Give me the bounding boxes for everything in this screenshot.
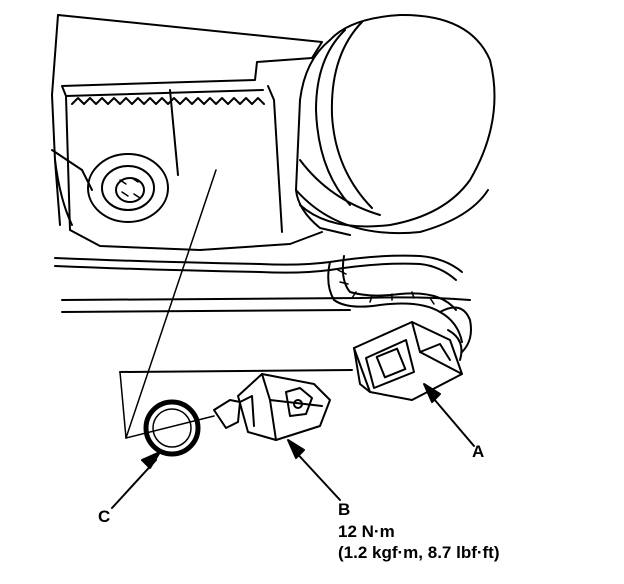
guide-lines: [119, 169, 217, 439]
mount-plate: [61, 296, 471, 373]
sensor-port: [87, 153, 169, 223]
connector-a: [353, 321, 463, 401]
leader-lines: [111, 383, 475, 509]
wire-harness: [54, 254, 472, 361]
washer-c: [143, 399, 201, 457]
label-b: B: [338, 500, 351, 519]
gasket-edge: [71, 97, 265, 105]
engine-block: [51, 14, 323, 251]
sensor-b: [213, 373, 331, 441]
cylinder-component: [295, 13, 496, 236]
torque-spec-alt-units: (1.2 kgf·m, 8.7 lbf·ft): [338, 543, 500, 562]
label-a: A: [472, 442, 485, 461]
torque-spec-nm: 12 N·m: [338, 522, 395, 541]
label-c: C: [98, 507, 111, 526]
